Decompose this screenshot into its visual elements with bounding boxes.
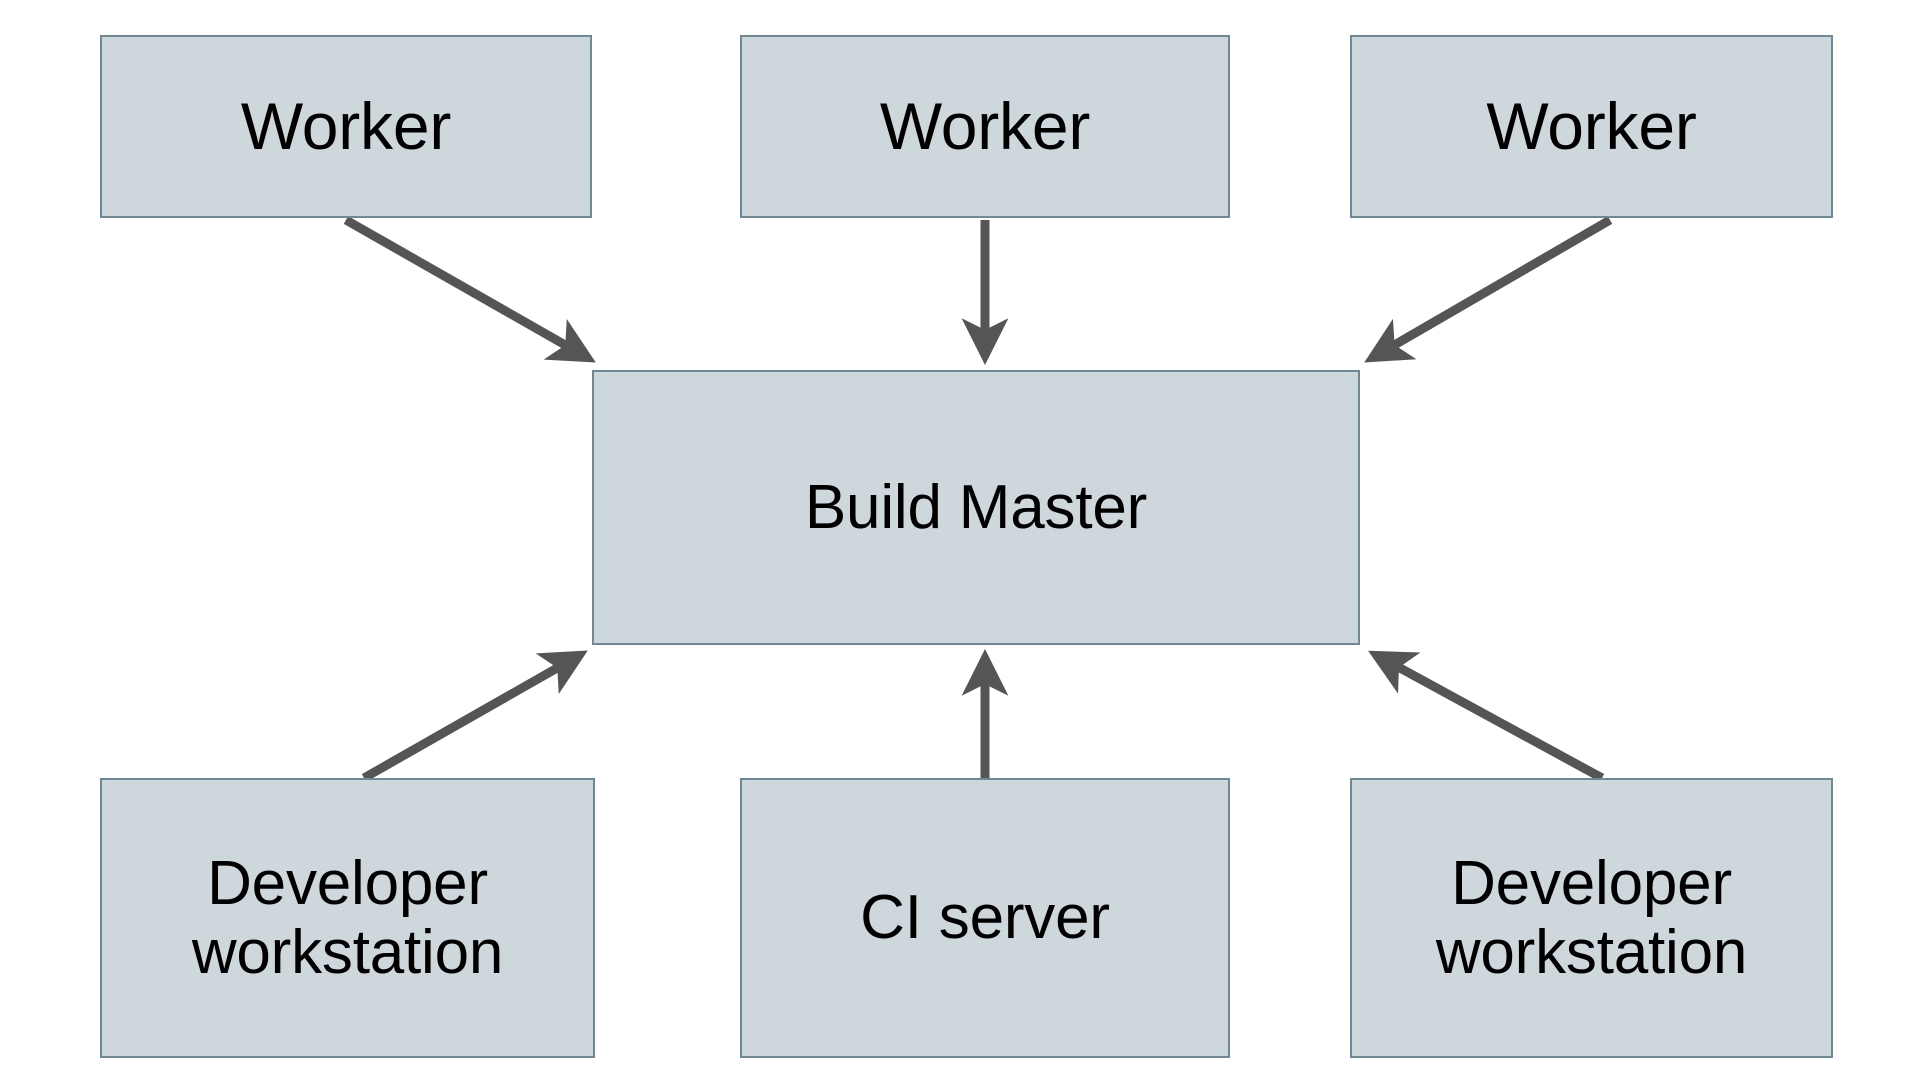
node-ci-server-label: CI server xyxy=(860,883,1110,953)
edge-worker-1-to-build-master xyxy=(343,216,596,363)
node-worker-3-label: Worker xyxy=(1486,88,1697,163)
node-build-master[interactable]: Build Master xyxy=(592,370,1360,645)
node-worker-3[interactable]: Worker xyxy=(1350,35,1833,218)
node-worker-2-label: Worker xyxy=(879,88,1091,163)
edge-dev-ws-right-to-build-master xyxy=(1368,650,1605,782)
node-developer-workstation-left[interactable]: Developer workstation xyxy=(100,778,595,1058)
node-developer-workstation-left-label: Developer workstation xyxy=(191,848,504,987)
node-worker-2[interactable]: Worker xyxy=(740,35,1230,218)
edge-dev-ws-left-to-build-master xyxy=(361,650,588,782)
node-worker-1[interactable]: Worker xyxy=(100,35,592,218)
node-developer-workstation-right[interactable]: Developer workstation xyxy=(1350,778,1833,1058)
node-ci-server[interactable]: CI server xyxy=(740,778,1230,1058)
node-build-master-label: Build Master xyxy=(804,472,1148,542)
edge-worker-3-to-build-master xyxy=(1364,216,1613,363)
node-developer-workstation-right-label: Developer workstation xyxy=(1435,848,1748,987)
node-worker-1-label: Worker xyxy=(240,88,452,163)
